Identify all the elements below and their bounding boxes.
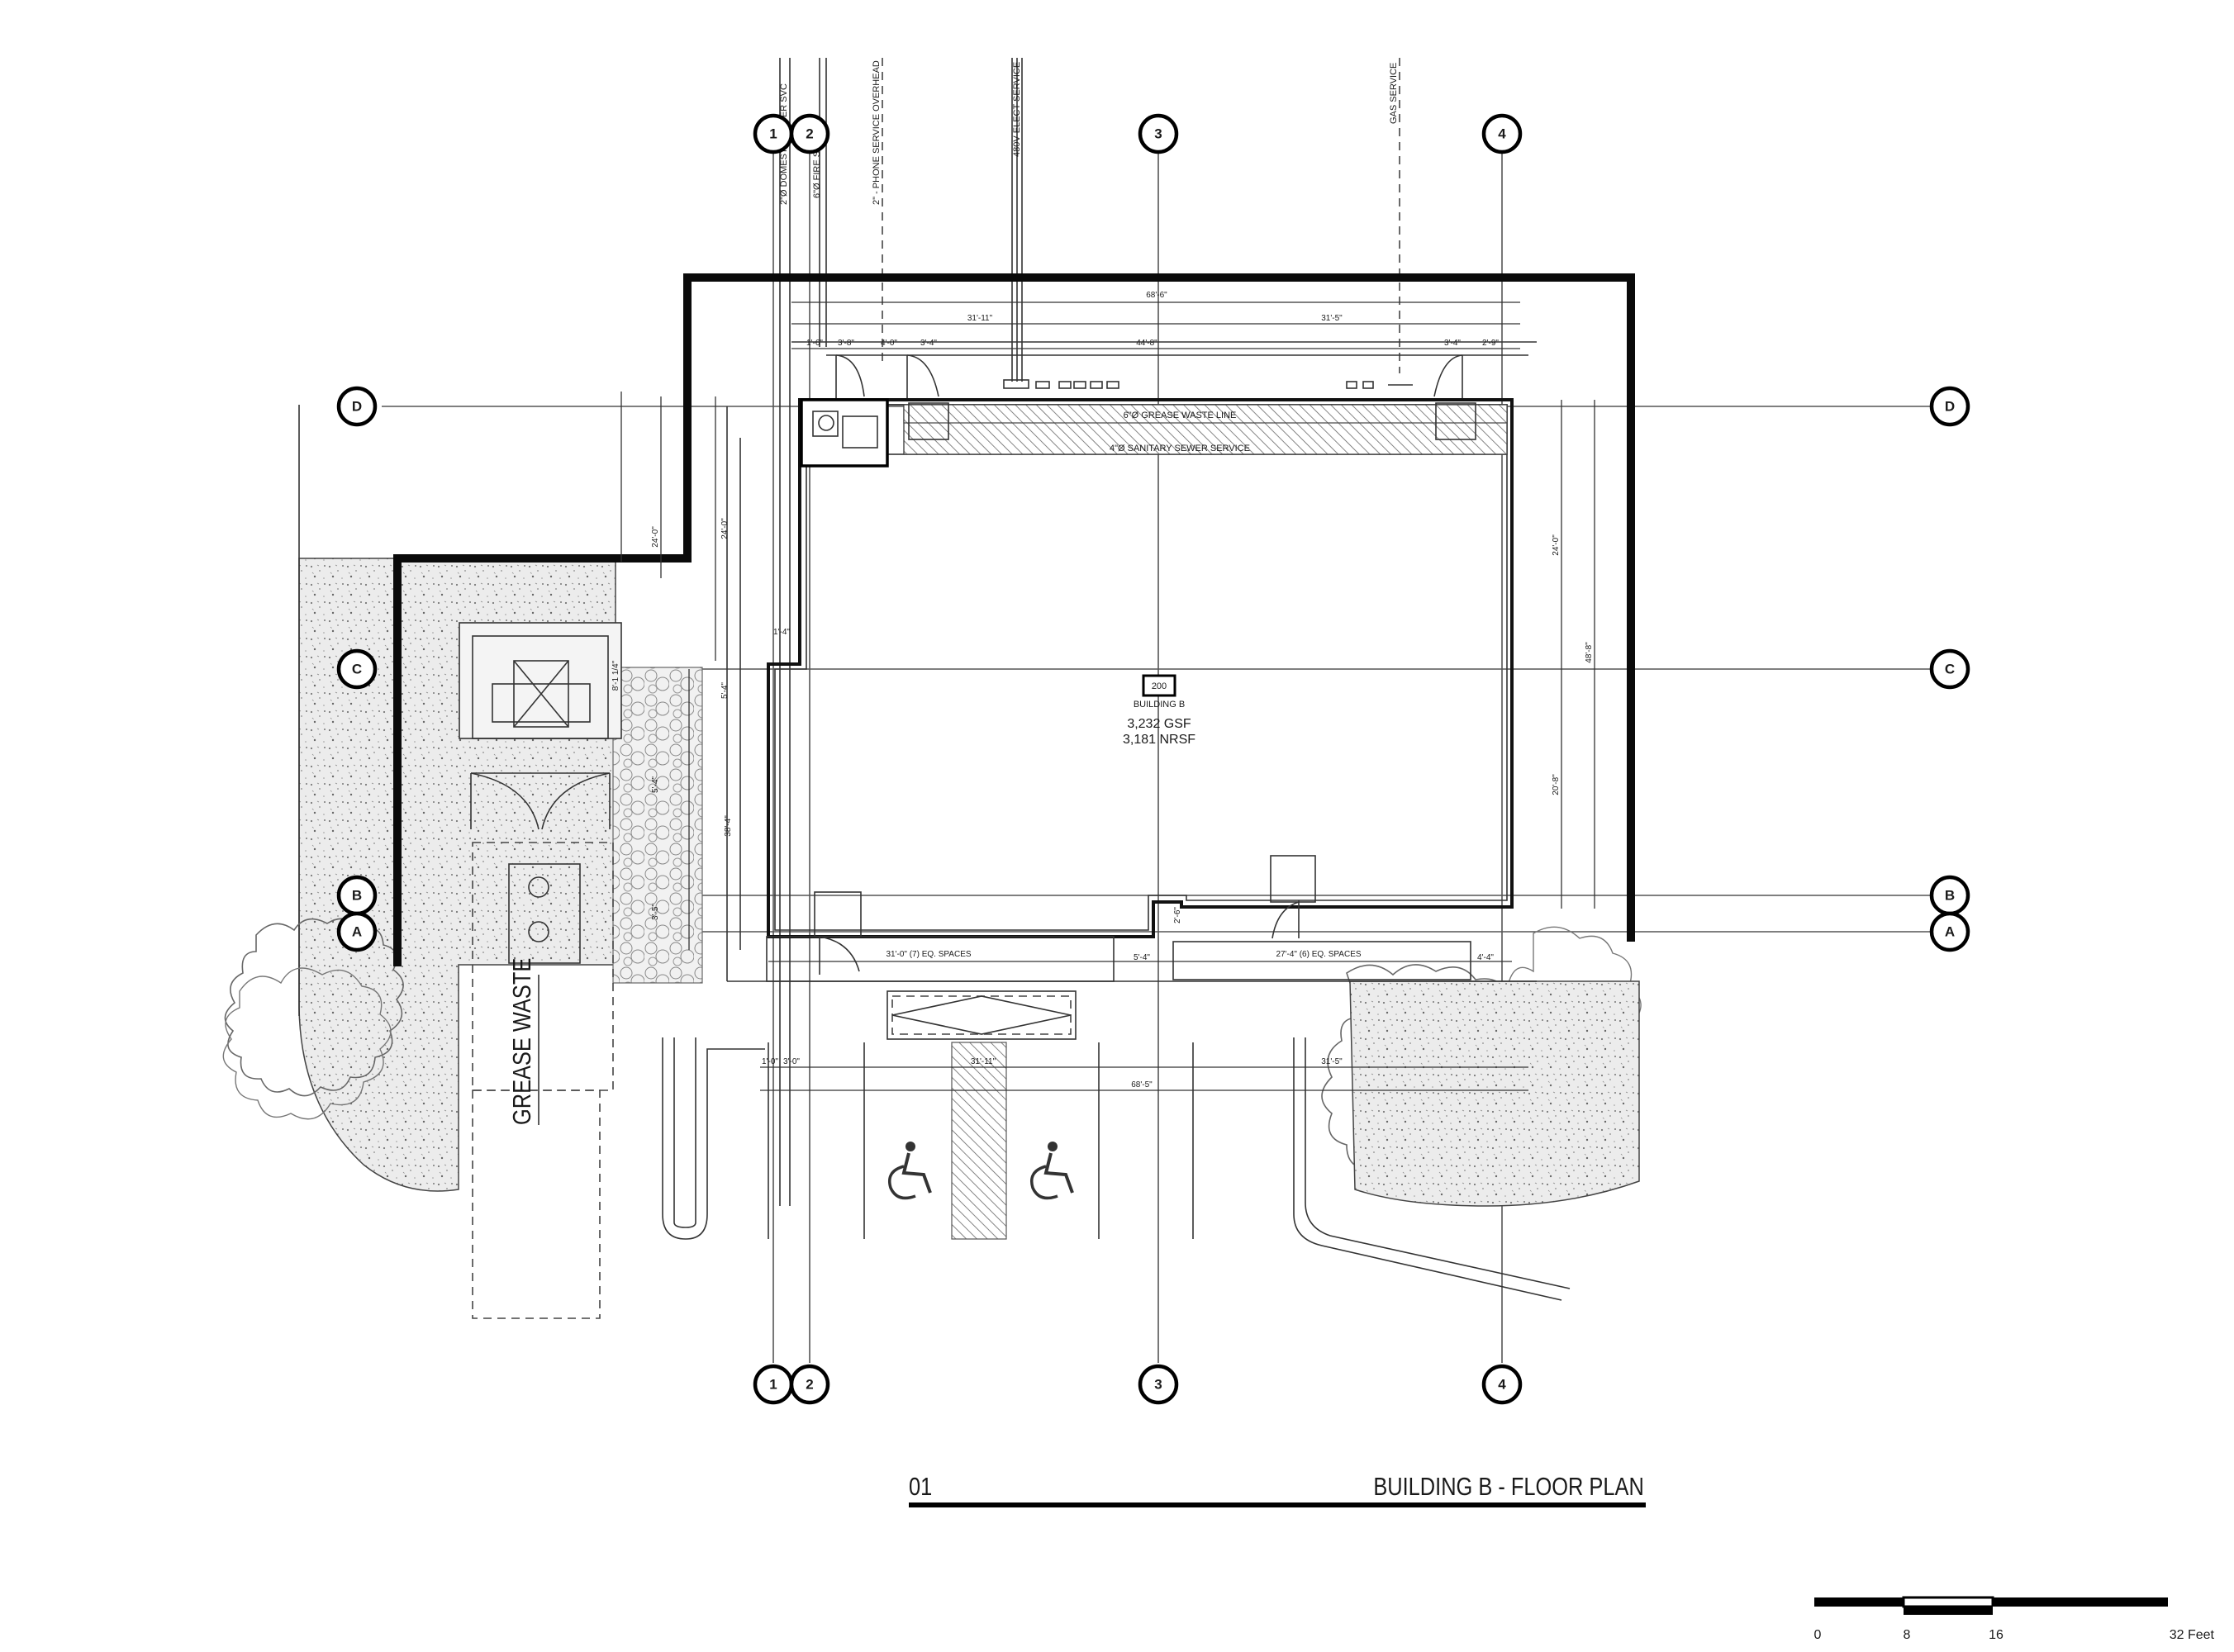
dim-left-small-2: 3'-5" (651, 904, 660, 920)
grease-waste-label: GREASE WASTE (508, 958, 537, 1125)
utility-lines (779, 58, 1400, 1206)
grid-bubble-2-top: 2 (806, 126, 813, 142)
grid-bubbles-left: D C B A (336, 386, 378, 952)
dim-left-vert: 38'-4" (724, 815, 733, 837)
scale-tick-0: 0 (1814, 1628, 1822, 1642)
grease-waste-line-label: 6"Ø GREASE WASTE LINE (1124, 411, 1237, 420)
dim-overall-top: 68'-6" (1146, 291, 1167, 300)
drawing-title: BUILDING B - FLOOR PLAN (1373, 1473, 1643, 1502)
room-number: 200 (1152, 681, 1167, 691)
grid-bubble-d-right: D (1945, 399, 1955, 415)
grid-bubble-2-bottom: 2 (806, 1377, 813, 1393)
grid-bubble-d-left: D (352, 399, 362, 415)
dim-left-stub: 5'-4" (720, 682, 730, 699)
grid-bubble-a-right: A (1945, 924, 1955, 940)
accessible-parking-icon (1030, 1142, 1074, 1200)
grid-bubble-c-right: C (1945, 662, 1955, 677)
site-features (222, 405, 1642, 1319)
grid-bubble-4-top: 4 (1498, 126, 1506, 142)
scale-tick-16: 16 (1989, 1628, 2003, 1642)
grid-bubbles-right: D C B A (1929, 386, 1970, 952)
room-name: BUILDING B (1134, 700, 1185, 710)
dim-left-upper-a: 24'-0" (651, 526, 660, 548)
grid-bubble-c-left: C (352, 662, 362, 677)
scale-tick-32: 32 Feet (2170, 1628, 2215, 1642)
dim-bot-overall: 68'-5" (1131, 1080, 1153, 1089)
room-nrsf: 3,181 NRSF (1123, 733, 1195, 747)
grid-bubbles-bottom: 1 2 3 4 (753, 1364, 1523, 1405)
grid-bubble-3-bottom: 3 (1154, 1377, 1162, 1393)
dim-seg-c: 4'-0" (881, 339, 897, 348)
dim-bay-notch: 2'-6" (1173, 907, 1182, 923)
dimension-lines (688, 301, 1595, 1091)
dim-seg-d: 2'-9" (1482, 339, 1499, 348)
dim-bot-a: 1'-0" (762, 1057, 778, 1066)
dim-right-overall: 48'-8" (1585, 642, 1594, 663)
accessible-parking-icon (888, 1142, 932, 1200)
grid-bubble-b-right: B (1945, 888, 1955, 904)
dim-mid-run: 44'-8" (1136, 339, 1157, 348)
dim-top-right-run: 31'-5" (1321, 314, 1343, 323)
dim-door-2: 3'-4" (1444, 339, 1461, 348)
sheet-number: 01 (909, 1473, 932, 1502)
dim-bot-mid: 31'-11" (971, 1057, 996, 1066)
grid-bubble-1-top: 1 (769, 126, 777, 142)
utility-label-gas: GAS SERVICE (1389, 63, 1399, 124)
grid-bubble-b-left: B (352, 888, 362, 904)
dim-bay-right: 27'-4" (6) EQ. SPACES (1276, 950, 1361, 959)
grid-bubbles-top: 1 2 3 4 (753, 113, 1523, 154)
dim-bot-right: 31'-5" (1321, 1057, 1343, 1066)
scale-tick-8: 8 (1904, 1628, 1911, 1642)
dim-bot-b: 3'-0" (783, 1057, 800, 1066)
utility-label-phone: 2" - PHONE SERVICE OVERHEAD (872, 60, 882, 205)
sanitary-sewer-label: 4"Ø SANITARY SEWER SERVICE (1110, 444, 1250, 453)
dim-left-small: 8'-1 1/4" (611, 660, 620, 691)
dim-top-left-run: 31'-11" (967, 314, 993, 323)
dim-left-upper-b: 24'-0" (720, 518, 730, 539)
room-number-tag (1142, 674, 1176, 697)
dim-bay-mid: 5'-4" (1134, 953, 1150, 962)
dim-right-upper: 24'-0" (1552, 534, 1561, 556)
dim-seg-b: 3'-8" (838, 339, 854, 348)
dim-bay-end: 4'-4" (1477, 953, 1494, 962)
dim-right-lower: 20'-8" (1552, 774, 1561, 795)
dim-left-lower: 5'-4" (651, 776, 660, 793)
scale-bar (1814, 1596, 2168, 1615)
grid-bubble-a-left: A (352, 924, 362, 940)
screen-wall (393, 273, 1635, 966)
grid-bubble-3-top: 3 (1154, 126, 1162, 142)
dim-bay-left: 31'-0" (7) EQ. SPACES (886, 950, 971, 959)
grid-bubble-1-bottom: 1 (769, 1377, 777, 1393)
building-outline (620, 341, 1537, 982)
dim-seg-a: 1'-6" (806, 339, 823, 348)
dim-door-1: 3'-4" (920, 339, 937, 348)
dim-left-jog: 1'-4" (773, 628, 790, 637)
utility-label-electric: 480V ELECT SERVICE (1012, 62, 1022, 157)
grid-bubble-4-bottom: 4 (1498, 1377, 1506, 1393)
room-gsf: 3,232 GSF (1127, 717, 1191, 731)
